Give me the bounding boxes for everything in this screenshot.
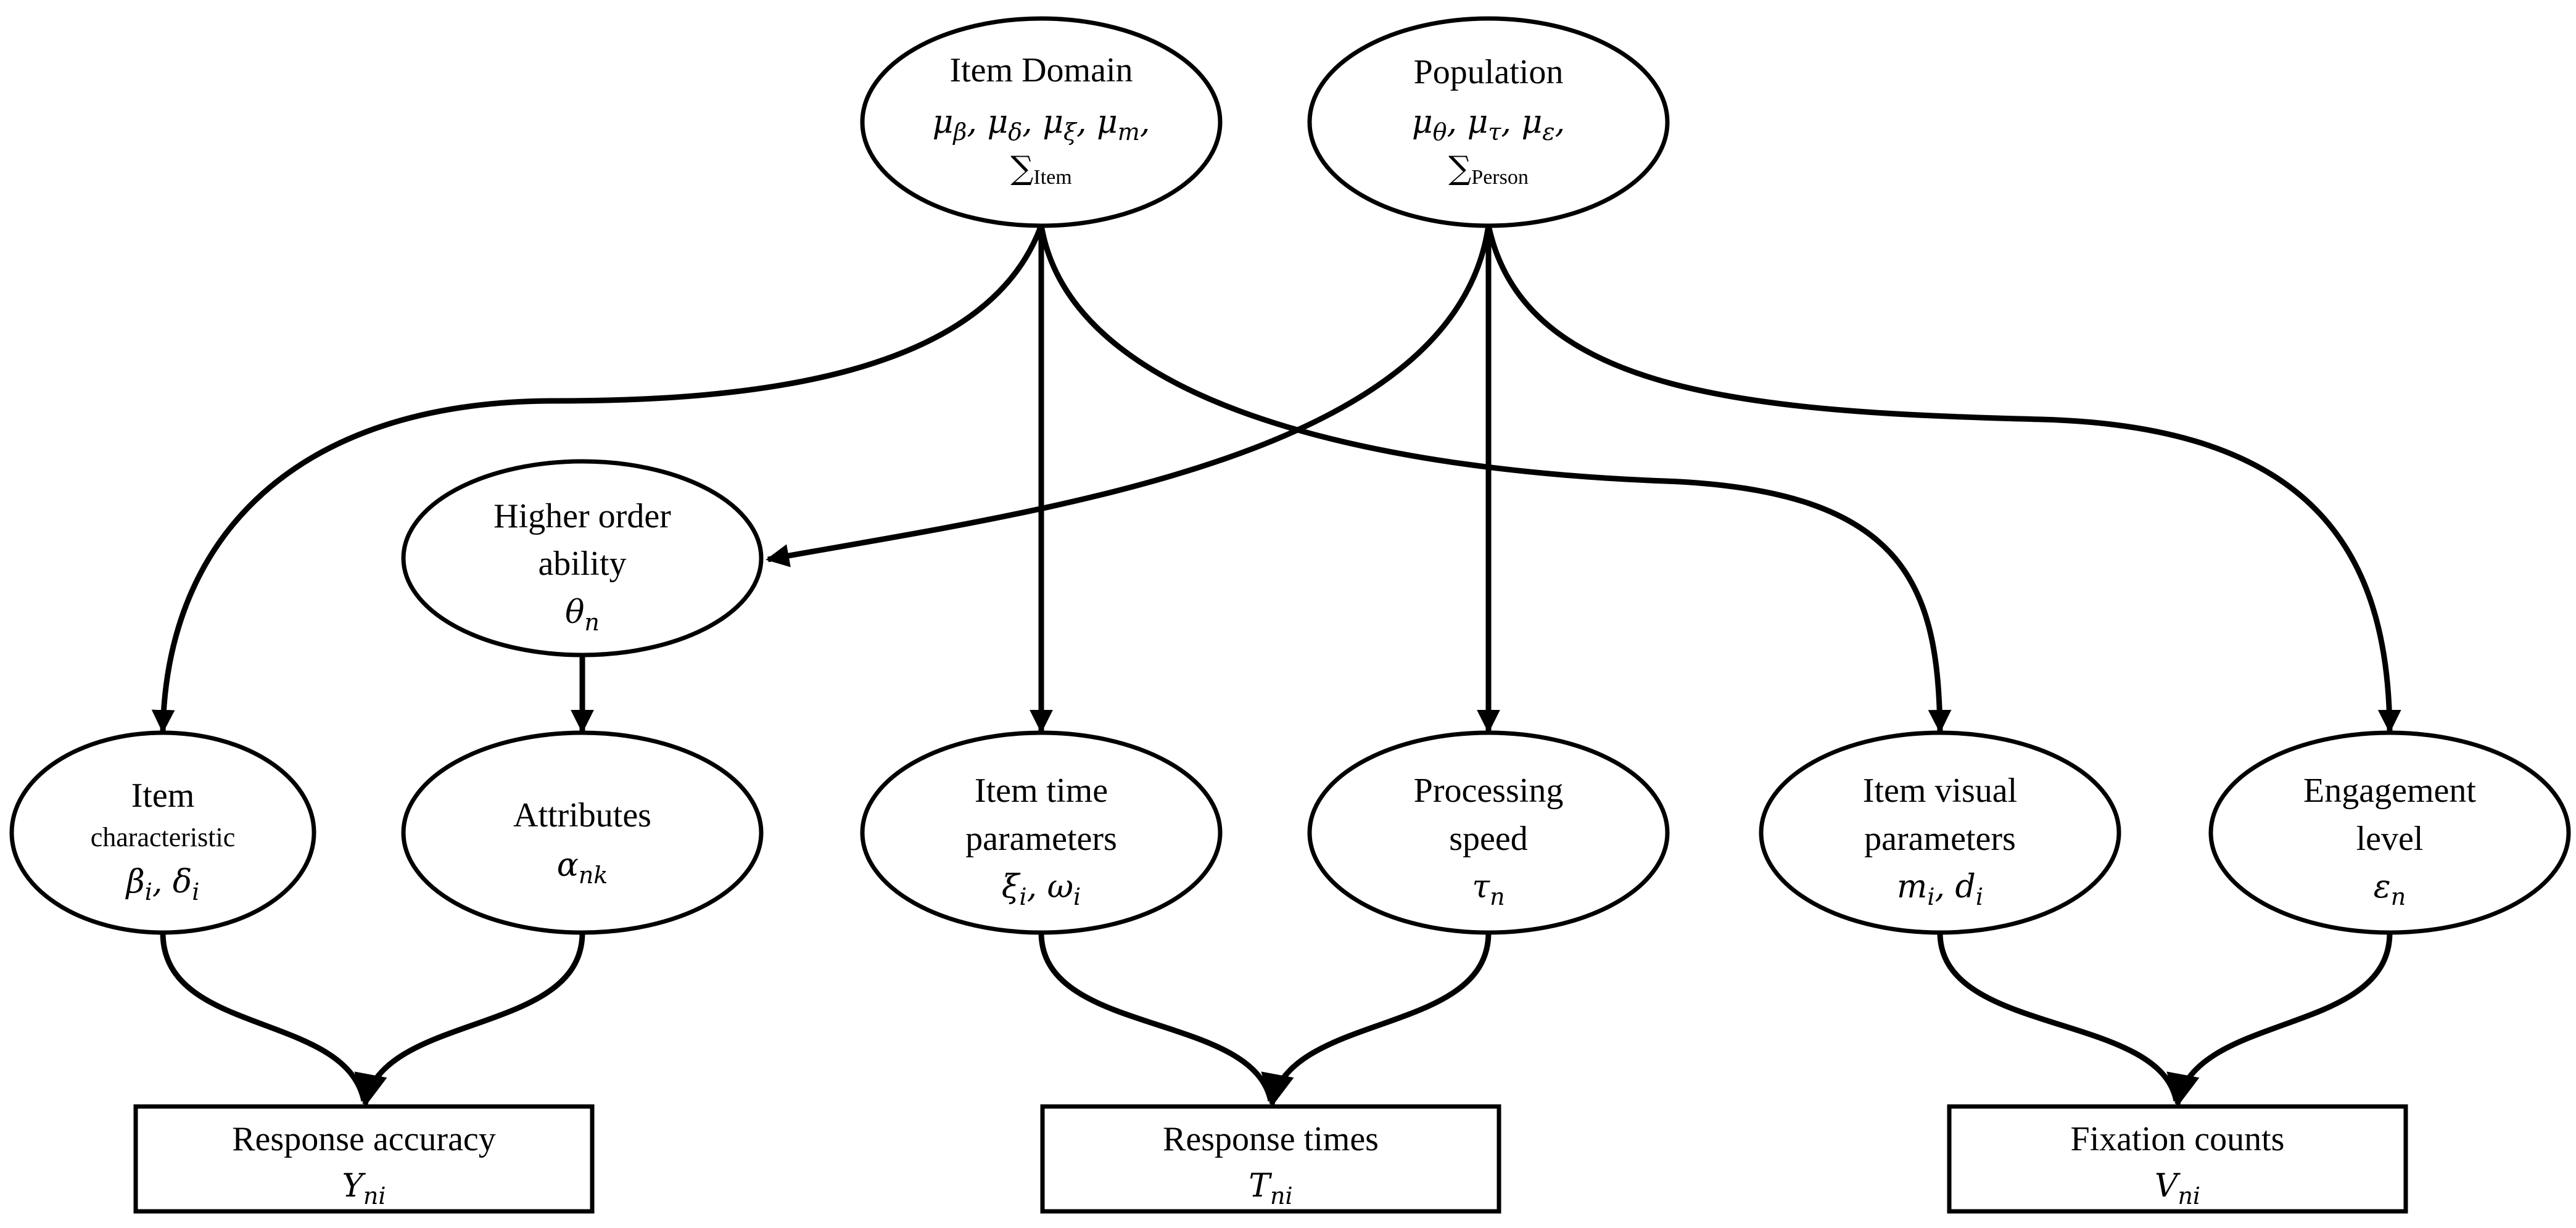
population-title: Population xyxy=(1414,53,1564,91)
engagement-level-title-line1: Engagement xyxy=(2303,772,2476,810)
population-params: μθ, μτ, με, xyxy=(1412,104,1565,146)
item-visual-parameters-title-line1: Item visual xyxy=(1863,772,2017,810)
item-domain-title: Item Domain xyxy=(949,51,1133,89)
item-domain-params: μβ, μδ, μξ, μm, xyxy=(933,104,1150,146)
engagement-level-title-line2: level xyxy=(2356,820,2424,858)
fixation-counts-symbol: Vni xyxy=(2155,1168,2200,1209)
node-higher-order-ability: Higher order ability θn xyxy=(401,459,764,657)
node-response-times: Response times Tni xyxy=(1040,1104,1501,1214)
higher-order-ability-title-line2: ability xyxy=(538,545,626,583)
node-item-time-parameters: Item time parameters ξi, ωi xyxy=(860,730,1223,935)
item-characteristic-symbols: βi, δi xyxy=(125,863,200,905)
edge-itemcharacteristic-to-responseaccuracy xyxy=(160,932,367,1102)
item-visual-parameters-title-line2: parameters xyxy=(1864,820,2016,858)
edge-itemdomain-to-itemvisual xyxy=(1038,225,1952,733)
population-covariance: ∑Person xyxy=(1448,150,1529,189)
edge-itemdomain-to-itemcharacteristic xyxy=(151,224,1044,733)
response-accuracy-title: Response accuracy xyxy=(232,1120,496,1158)
edge-attributes-to-responseaccuracy xyxy=(354,932,585,1108)
node-item-visual-parameters: Item visual parameters mi, di xyxy=(1759,730,2121,935)
item-time-parameters-symbols: ξi, ωi xyxy=(1002,868,1081,910)
edge-population-to-engagement xyxy=(1485,225,2401,733)
node-engagement-level: Engagement level εn xyxy=(2208,730,2571,935)
edge-population-to-higherorder xyxy=(766,225,1492,567)
edges xyxy=(151,224,2401,1108)
item-time-parameters-title-line1: Item time xyxy=(975,772,1108,810)
processing-speed-title-line2: speed xyxy=(1449,820,1528,858)
higher-order-ability-title-line1: Higher order xyxy=(493,497,671,535)
node-fixation-counts: Fixation counts Vni xyxy=(1947,1104,2408,1214)
response-times-title: Response times xyxy=(1163,1120,1379,1158)
item-characteristic-title-line2: characteristic xyxy=(91,822,236,852)
item-time-parameters-title-line2: parameters xyxy=(965,820,1117,858)
node-item-domain: Item Domain μβ, μδ, μξ, μm, ∑Item xyxy=(860,16,1223,228)
response-times-symbol: Tni xyxy=(1249,1168,1292,1209)
edge-itemvisual-to-fixationcounts xyxy=(1937,932,2179,1102)
edge-engagement-to-fixationcounts xyxy=(2166,932,2393,1108)
processing-speed-symbol: τn xyxy=(1472,868,1505,910)
attributes-symbol: αnk xyxy=(557,847,608,889)
response-accuracy-symbol: Yni xyxy=(342,1168,386,1209)
attributes-title: Attributes xyxy=(513,796,651,834)
item-domain-covariance: ∑Item xyxy=(1010,150,1071,189)
engagement-level-symbol: εn xyxy=(2374,868,2406,910)
node-processing-speed: Processing speed τn xyxy=(1307,730,1670,935)
processing-speed-title-line1: Processing xyxy=(1414,772,1564,810)
node-item-characteristic: Item characteristic βi, δi xyxy=(9,730,316,935)
fixation-counts-title: Fixation counts xyxy=(2071,1120,2285,1158)
node-population: Population μθ, μτ, με, ∑Person xyxy=(1307,16,1670,228)
node-response-accuracy: Response accuracy Yni xyxy=(133,1104,595,1214)
higher-order-ability-symbol: θn xyxy=(565,594,600,636)
item-visual-parameters-symbols: mi, di xyxy=(1897,868,1983,910)
edge-processingspeed-to-responsetimes xyxy=(1261,932,1492,1108)
item-characteristic-title-line1: Item xyxy=(131,777,195,815)
edge-itemtime-to-responsetimes xyxy=(1038,932,1274,1102)
node-attributes: Attributes αnk xyxy=(401,730,764,935)
